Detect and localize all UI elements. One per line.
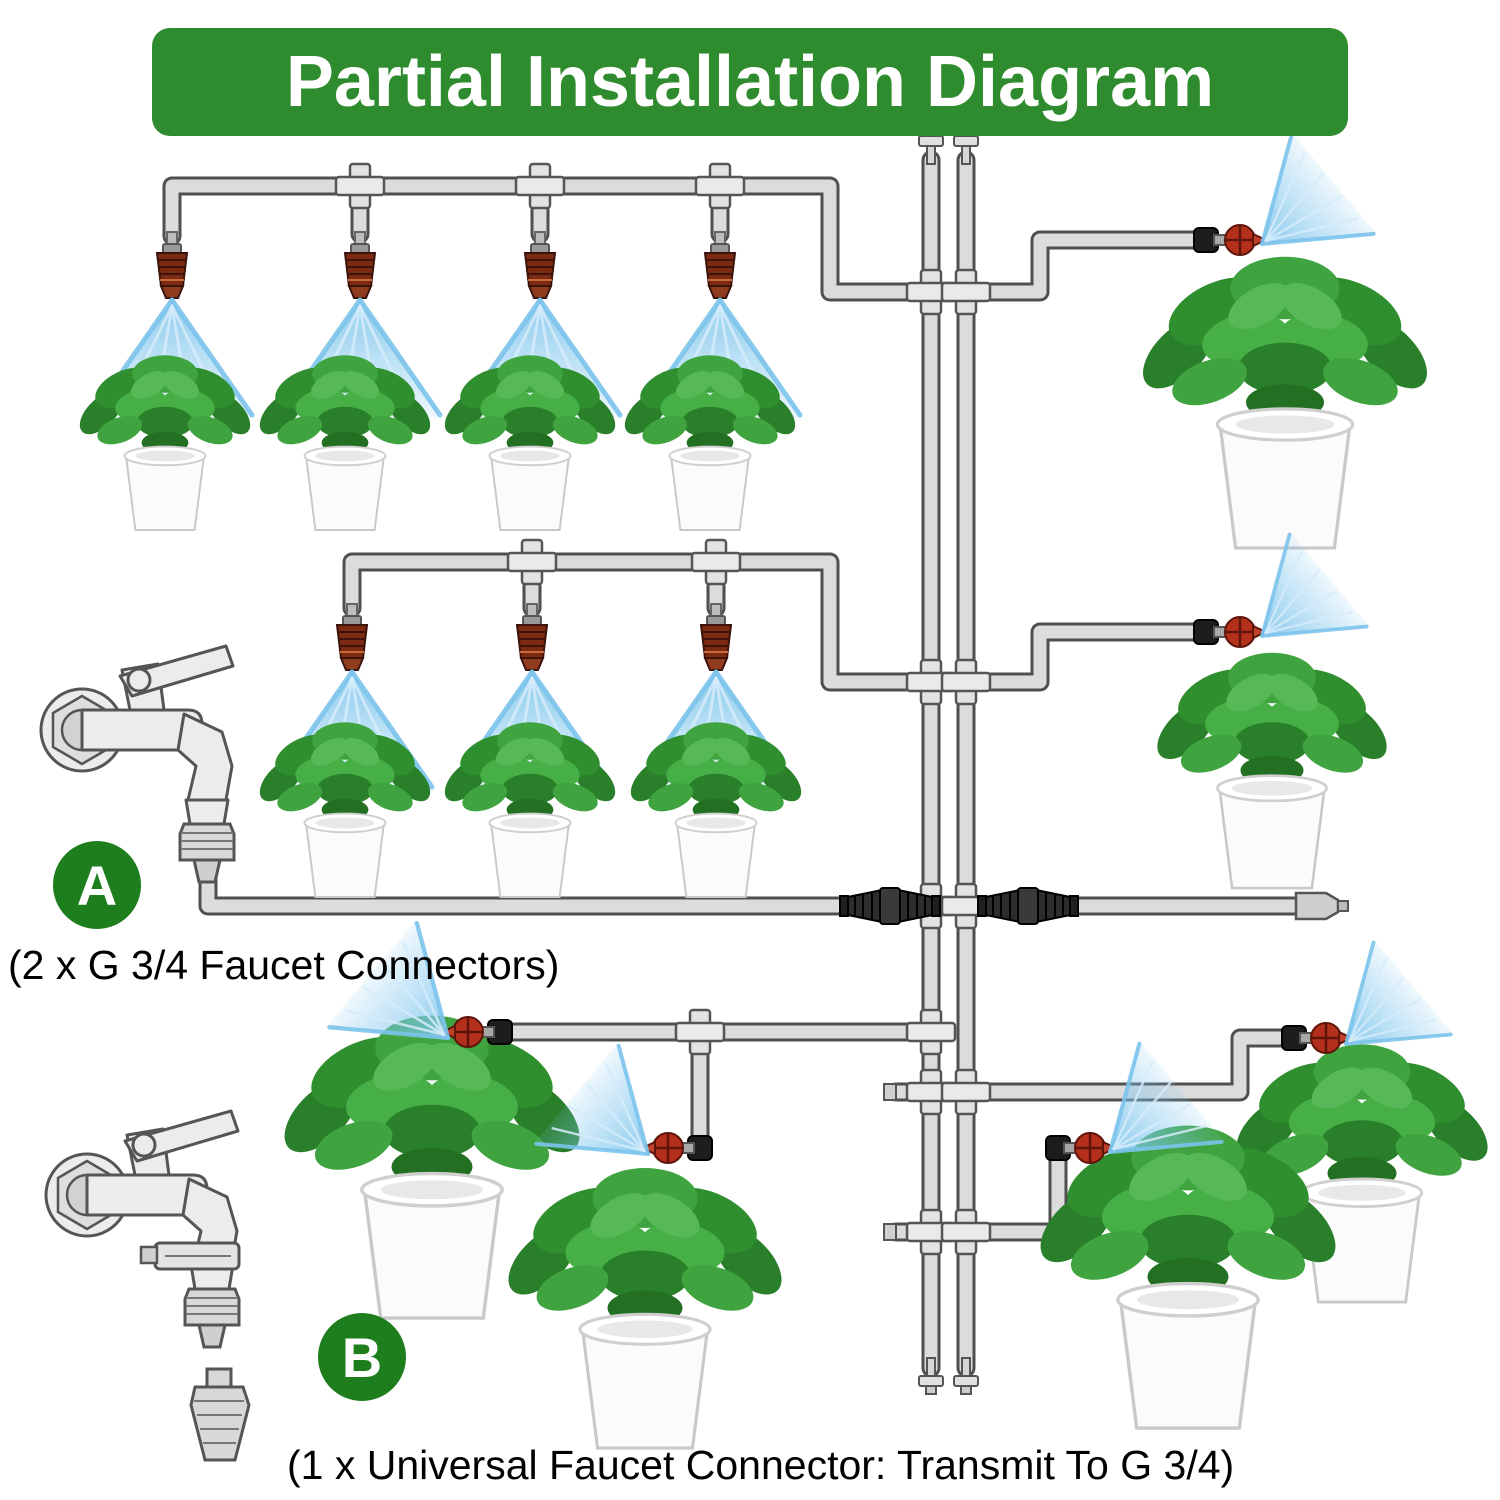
potted-plant [1128, 255, 1442, 550]
tee-fitting [905, 1008, 957, 1056]
mist-nozzle [704, 231, 736, 299]
potted-plant [494, 1166, 796, 1450]
mist-nozzle [336, 603, 368, 671]
tee-fitting [674, 1008, 726, 1056]
mist-nozzle [344, 231, 376, 299]
tee-fitting [690, 538, 742, 586]
caption-b: (1 x Universal Faucet Connector: Transmi… [287, 1442, 1235, 1488]
faucet-b-illustration [44, 1109, 251, 1462]
stub-cap [883, 1223, 897, 1241]
mist-nozzle [156, 231, 188, 299]
caption-a: (2 x G 3/4 Faucet Connectors) [8, 942, 560, 988]
potted-plant [251, 721, 439, 898]
universal-connector [189, 1367, 251, 1462]
drip-emitter [1212, 223, 1268, 257]
tee-fitting [334, 162, 386, 210]
stub-cap [883, 1083, 897, 1101]
label-a-badge: A [53, 841, 141, 929]
potted-plants [71, 255, 1500, 1450]
cross-fitting [940, 268, 992, 316]
faucet-a-illustration [39, 644, 236, 884]
line-end-connector [1294, 891, 1350, 921]
misting-nozzles [156, 231, 736, 671]
barbed-connector [977, 887, 1079, 925]
hose-clamp [139, 1241, 241, 1271]
label-b-badge: B [318, 1313, 406, 1401]
drip-emitter [1212, 615, 1268, 649]
faucet-drawing [44, 1109, 241, 1349]
cross-fitting [940, 1068, 992, 1116]
mist-nozzle [516, 603, 548, 671]
cross-fitting [940, 658, 992, 706]
potted-plant [1145, 651, 1399, 890]
tee-fitting [694, 162, 746, 210]
mist-nozzle [524, 231, 556, 299]
mist-nozzle [700, 603, 732, 671]
potted-plant [622, 721, 810, 898]
drip-emitter [640, 1131, 696, 1165]
page-title: Partial Installation Diagram [152, 28, 1348, 136]
cross-fitting [940, 1208, 992, 1256]
tee-fitting [514, 162, 566, 210]
faucet-drawing [39, 644, 236, 884]
tee-fitting [506, 538, 558, 586]
potted-plant [436, 721, 624, 898]
pipe-fittings [334, 127, 1350, 1395]
